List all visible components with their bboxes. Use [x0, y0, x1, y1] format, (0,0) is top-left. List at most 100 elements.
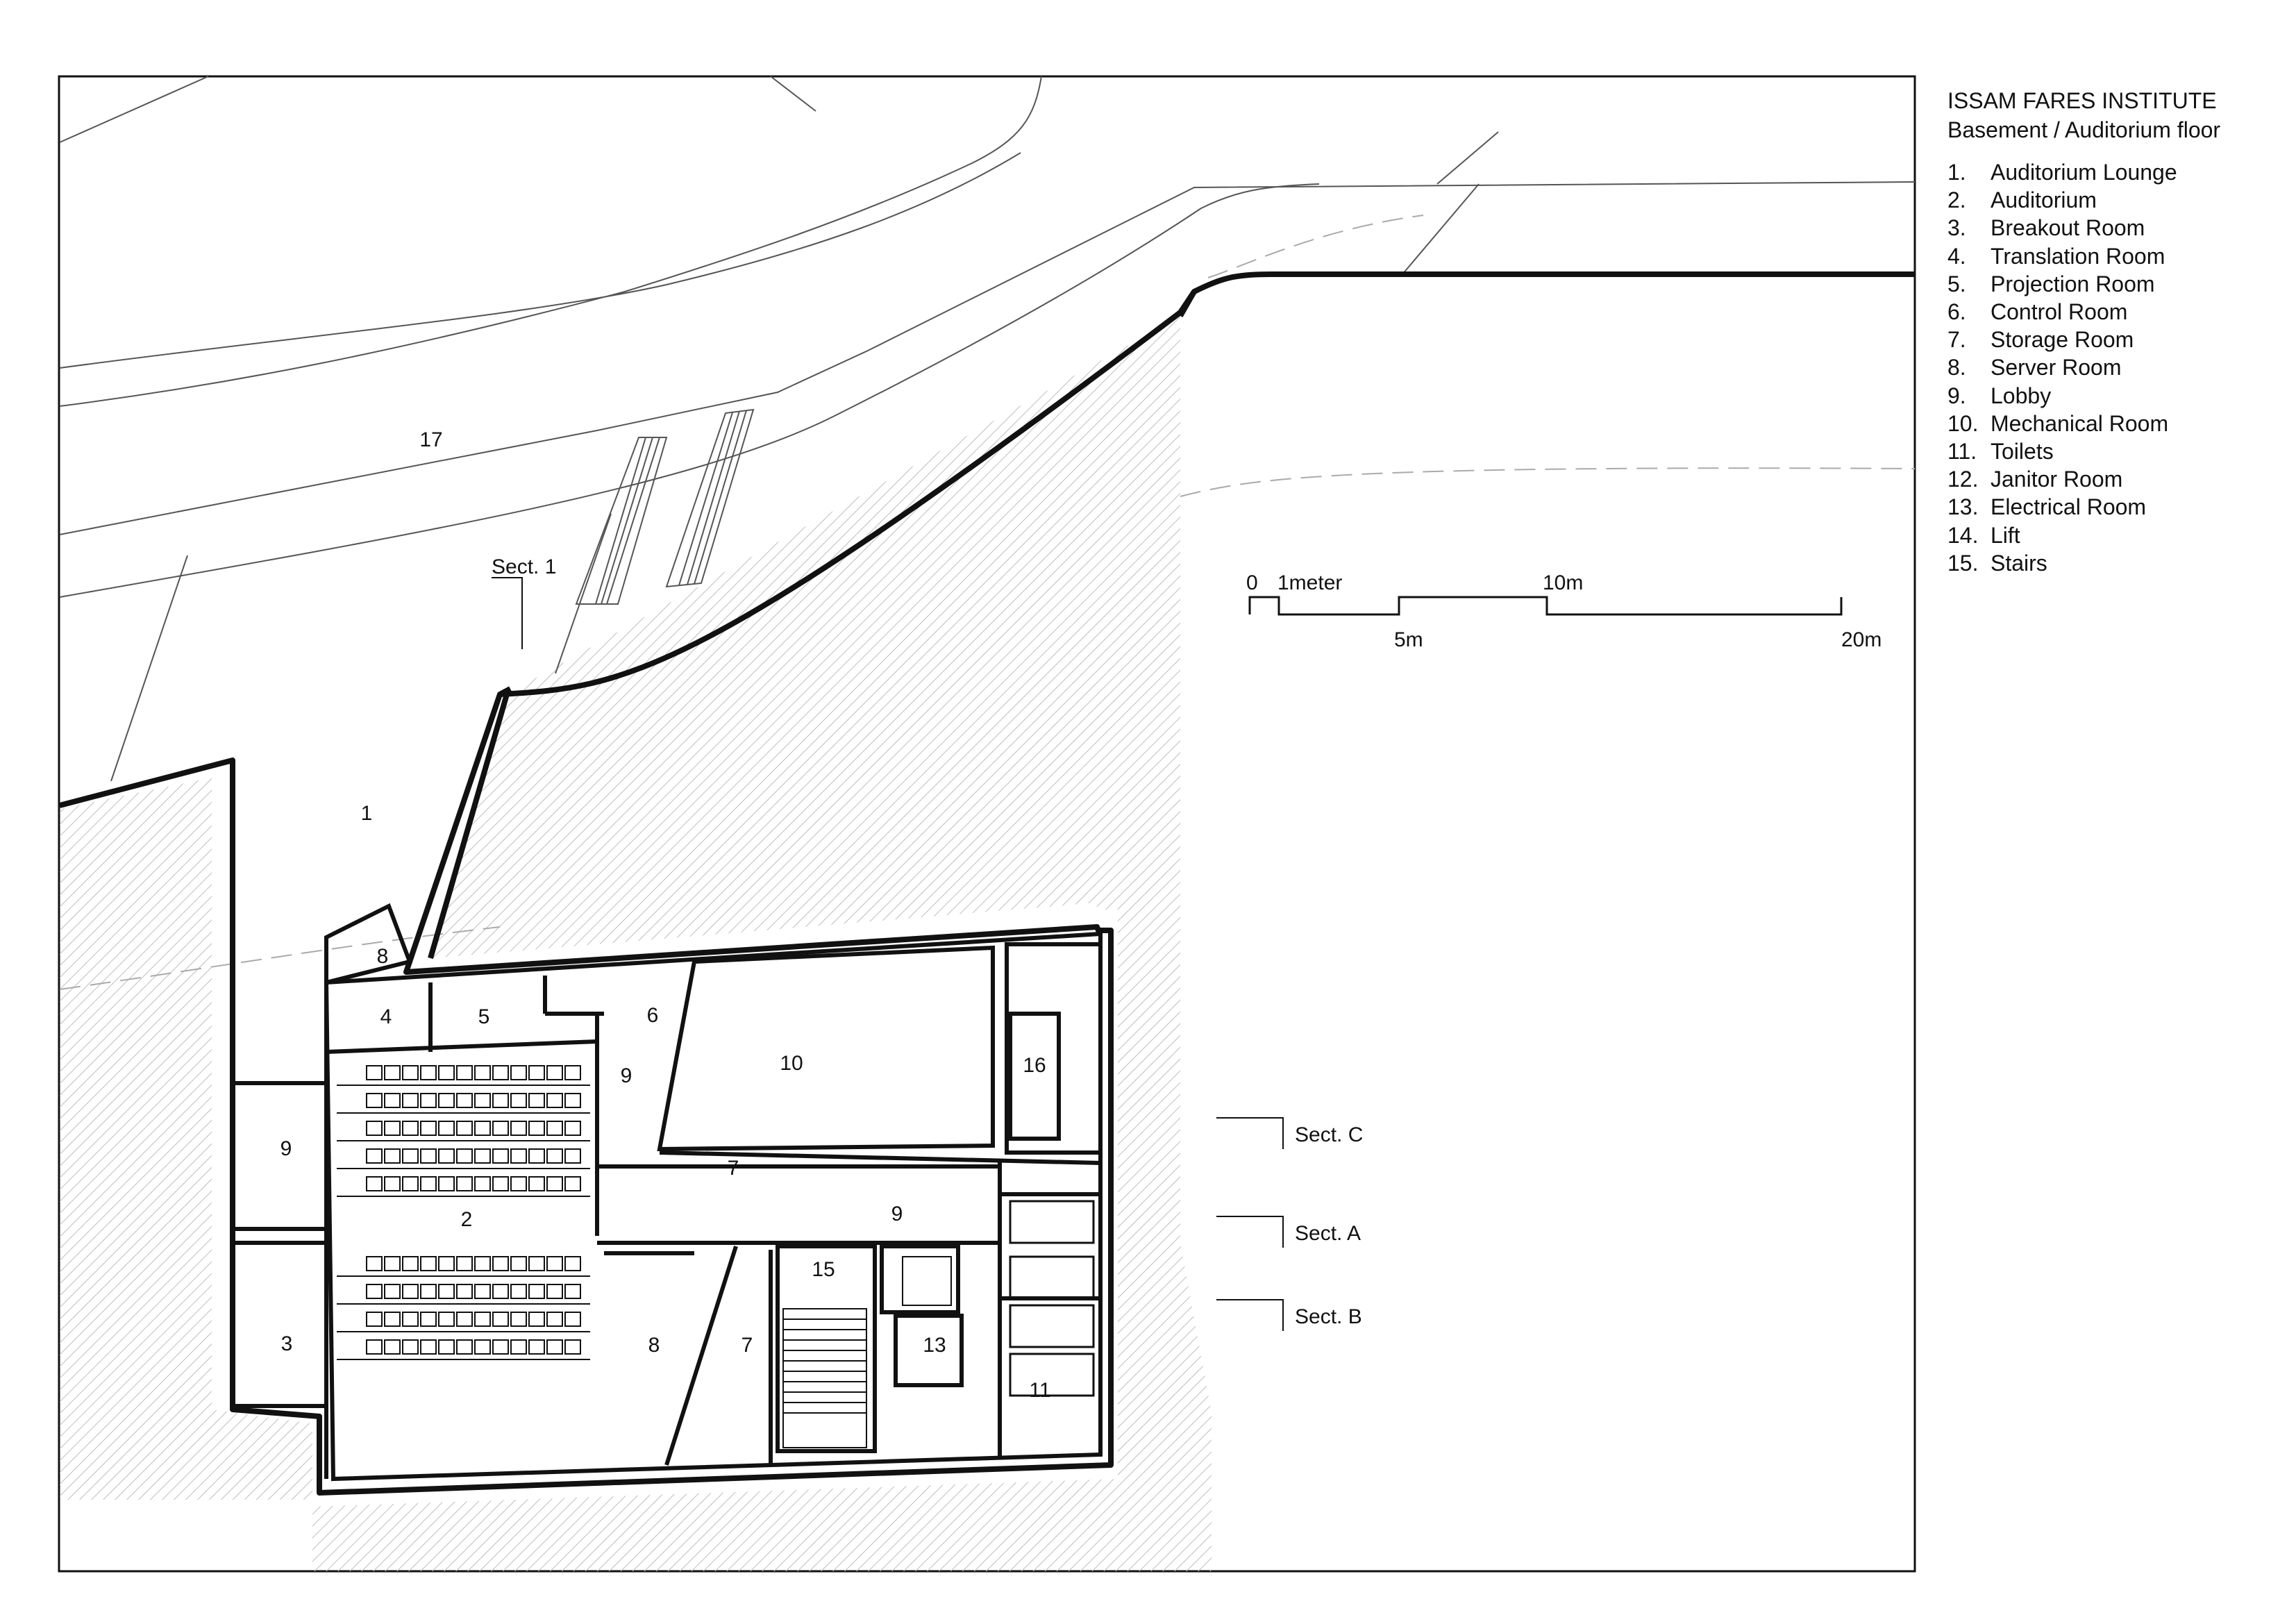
seat	[564, 1176, 581, 1191]
legend-item: 8.Server Room	[1947, 353, 2220, 381]
seat	[366, 1312, 383, 1327]
legend-item: 12.Janitor Room	[1947, 465, 2220, 493]
section-label-b: Sect. B	[1295, 1305, 1362, 1328]
legend-label: Lift	[1991, 522, 2020, 548]
legend-num: 1.	[1947, 160, 1966, 185]
seat	[384, 1148, 401, 1164]
room-label-5: 5	[478, 1005, 490, 1028]
legend-num: 13.	[1947, 494, 1979, 520]
seat	[384, 1121, 401, 1136]
seat	[438, 1339, 455, 1355]
seat	[564, 1256, 581, 1271]
seat	[438, 1148, 455, 1164]
scale-label-5m: 5m	[1394, 628, 1423, 651]
seat	[492, 1312, 509, 1327]
seat	[474, 1065, 491, 1080]
seat	[420, 1339, 437, 1355]
room-label-9a: 9	[280, 1137, 292, 1160]
legend-item: 7.Storage Room	[1947, 326, 2220, 353]
seat	[366, 1093, 383, 1108]
legend-label: Storage Room	[1991, 327, 2134, 353]
seat	[510, 1093, 527, 1108]
seat	[366, 1176, 383, 1191]
seat	[402, 1284, 419, 1299]
seat	[492, 1256, 509, 1271]
seat	[366, 1065, 383, 1080]
scale-label-10m: 10m	[1543, 571, 1584, 594]
seat	[384, 1256, 401, 1271]
stairs-detail	[782, 1256, 952, 1448]
drawing-subtitle: Basement / Auditorium floor	[1947, 117, 2221, 142]
seat	[456, 1093, 473, 1108]
rooms-block	[231, 903, 1103, 1482]
seat	[366, 1256, 383, 1271]
legend-label: Auditorium	[1991, 187, 2097, 213]
legend-label: Electrical Room	[1991, 494, 2147, 520]
room-label-4: 4	[380, 1005, 392, 1028]
seat	[546, 1284, 563, 1299]
legend-label: Control Room	[1991, 299, 2128, 325]
room-label-10: 10	[780, 1052, 803, 1075]
seat	[456, 1121, 473, 1136]
seat	[510, 1339, 527, 1355]
legend-num: 4.	[1947, 243, 1966, 269]
legend-label: Lobby	[1991, 383, 2052, 408]
room-label-1: 1	[360, 802, 373, 825]
seat	[384, 1093, 401, 1108]
seat	[546, 1093, 563, 1108]
legend-num: 10.	[1947, 410, 1979, 436]
legend-label: Translation Room	[1991, 243, 2165, 269]
room-label-17: 17	[419, 428, 443, 451]
seat	[564, 1148, 581, 1164]
room-label-16: 16	[1023, 1054, 1046, 1077]
seat	[420, 1256, 437, 1271]
section-markers	[492, 577, 1284, 1331]
seat	[438, 1121, 455, 1136]
seat	[384, 1339, 401, 1355]
seat	[492, 1065, 509, 1080]
seat	[366, 1284, 383, 1299]
seat	[402, 1093, 419, 1108]
legend-label: Auditorium Lounge	[1991, 160, 2177, 185]
seat	[456, 1284, 473, 1299]
seat	[420, 1065, 437, 1080]
seat	[456, 1256, 473, 1271]
room-label-8b: 8	[648, 1334, 660, 1357]
section-label-a: Sect. A	[1295, 1222, 1361, 1245]
seat	[492, 1121, 509, 1136]
seat	[510, 1284, 527, 1299]
seat	[474, 1093, 491, 1108]
seat	[546, 1065, 563, 1080]
legend-num: 14.	[1947, 522, 1979, 548]
room-label-7a: 7	[727, 1157, 739, 1180]
seat	[564, 1312, 581, 1327]
seat	[456, 1065, 473, 1080]
seat	[564, 1339, 581, 1355]
scale-label-0: 0	[1246, 571, 1258, 594]
seat	[474, 1121, 491, 1136]
seat	[510, 1065, 527, 1080]
legend-num: 6.	[1947, 299, 1966, 325]
seat	[546, 1256, 563, 1271]
seat	[384, 1284, 401, 1299]
legend-item: 2.Auditorium	[1947, 186, 2220, 214]
legend-num: 3.	[1947, 215, 1966, 241]
seat	[510, 1312, 527, 1327]
room-legend: 1.Auditorium Lounge 2.Auditorium 3.Break…	[1947, 158, 2220, 577]
legend-num: 9.	[1947, 383, 1966, 408]
seat	[528, 1284, 545, 1299]
seat	[528, 1176, 545, 1191]
seat	[528, 1065, 545, 1080]
seat	[474, 1339, 491, 1355]
legend-label: Janitor Room	[1991, 467, 2123, 492]
legend-num: 5.	[1947, 271, 1966, 296]
legend-label: Projection Room	[1991, 271, 2155, 296]
seat	[528, 1256, 545, 1271]
room-label-9c: 9	[891, 1203, 903, 1225]
seat	[420, 1093, 437, 1108]
seat	[402, 1176, 419, 1191]
seat	[564, 1121, 581, 1136]
seat	[546, 1312, 563, 1327]
legend-item: 10.Mechanical Room	[1947, 410, 2220, 437]
legend-item: 13. Electrical Room	[1947, 493, 2220, 521]
